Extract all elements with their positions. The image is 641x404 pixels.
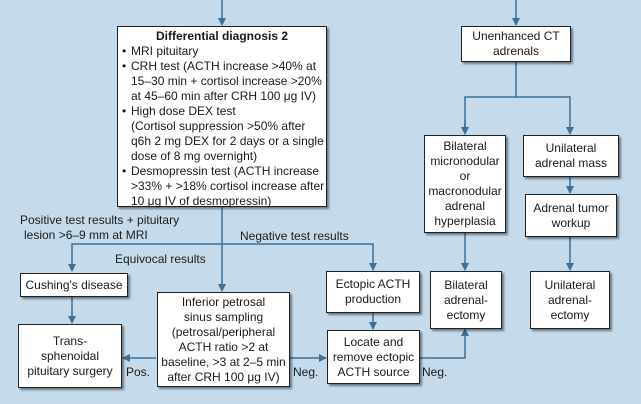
unenhanced-ct-line-2: adrenals — [492, 44, 540, 58]
dd2-item-crh-line-2: 15–30 min + cortisol increase >20% — [131, 74, 322, 88]
ectopic-acth-production-box: Ectopic ACTH production — [326, 271, 420, 313]
dd2-item-desmopressin-line-1: Desmopressin test (ACTH increase — [122, 164, 322, 179]
edge-ct-split — [464, 62, 517, 133]
bilateral-hyperplasia-line-6: hyperplasia — [434, 214, 496, 228]
transsphenoidal-surgery-line-1: Trans- — [52, 333, 88, 348]
bilateral-hyperplasia-line-3: or — [459, 169, 471, 183]
edge-label-positive-line-2: lesion >6–9 mm at MRI — [24, 228, 148, 242]
adrenal-tumor-workup-box: Adrenal tumor workup — [525, 194, 617, 237]
edge-positive-to-cushings — [68, 243, 222, 272]
ectopic-acth-production-line-1: Ectopic ACTH — [335, 277, 411, 291]
unilateral-mass-line-1: Unilateral — [545, 141, 597, 155]
unilateral-adrenalectomy-line-3: ectomy — [550, 307, 590, 322]
edge-label-equivocal: Equivocal results — [115, 252, 206, 266]
edge-label-positive-line-1: Positive test results + pituitary — [20, 213, 180, 227]
cushings-disease-label: Cushing's disease — [25, 277, 123, 292]
unilateral-adrenalectomy-line-1: Unilateral — [544, 277, 596, 292]
bilateral-hyperplasia-line-1: Bilateral — [443, 139, 487, 153]
unilateral-mass-box: Unilateral adrenal mass — [523, 135, 619, 177]
bilateral-adrenalectomy-box: Bilateral adrenal- ectomy — [430, 271, 502, 329]
bilateral-adrenalectomy-line-3: ectomy — [446, 307, 486, 322]
locate-remove-ectopic-line-1: Locate and — [343, 334, 404, 349]
ipss-box: Inferior petrosal sinus sampling (petros… — [157, 292, 290, 387]
edge-negative-to-ectopic — [222, 243, 377, 271]
bilateral-hyperplasia-line-2: micronodular — [430, 154, 500, 168]
dd2-item-dex-line-1: High dose DEX test — [122, 104, 322, 119]
locate-remove-ectopic-line-3: ACTH source — [337, 364, 410, 379]
transsphenoidal-surgery-line-3: pituitary surgery — [27, 363, 113, 378]
ipss-line-3: (petrosal/peripheral — [171, 324, 276, 339]
transsphenoidal-surgery-line-2: sphenoidal — [40, 348, 100, 363]
edge-label-neg-locate: Neg. — [422, 365, 448, 379]
bilateral-hyperplasia-box: Bilateral micronodular or macronodular a… — [424, 135, 506, 233]
edge-label-neg-ipss: Neg. — [293, 365, 319, 379]
locate-remove-ectopic-line-2: remove ectopic — [332, 349, 415, 364]
ipss-line-5: baseline, >3 at 2–5 min — [161, 354, 286, 369]
ectopic-acth-production-line-2: production — [344, 292, 402, 306]
unenhanced-ct-box: Unenhanced CT adrenals — [461, 26, 571, 62]
adrenal-tumor-workup-line-1: Adrenal tumor — [533, 200, 609, 215]
edge-split-to-unilateral — [516, 96, 574, 135]
dd2-item-dex-line-2: (Cortisol suppression >50% after — [131, 119, 306, 133]
bilateral-adrenalectomy-line-1: Bilateral — [444, 277, 488, 292]
ipss-line-2: sinus sampling — [183, 309, 264, 324]
edge-label-pos: Pos. — [126, 365, 151, 379]
dd2-item-desmopressin-line-2: >33% + >18% cortisol increase after — [131, 179, 325, 193]
unilateral-mass-line-2: adrenal mass — [534, 156, 608, 170]
edge-label-negative: Negative test results — [240, 229, 349, 243]
unenhanced-ct-line-1: Unenhanced CT — [472, 29, 560, 43]
unilateral-adrenalectomy-box: Unilateral adrenal- ectomy — [530, 271, 610, 329]
bilateral-hyperplasia-line-5: adrenal — [444, 199, 486, 213]
dd2-item-crh-line-3: at 45–60 min after CRH 100 μg IV) — [131, 89, 317, 103]
adrenal-tumor-workup-line-2: workup — [551, 215, 591, 230]
ipss-line-4: ACTH ratio >2 at — [178, 339, 269, 354]
dd2-item-desmopressin-line-3: 10 μg IV of desmopressin) — [131, 194, 272, 208]
bilateral-hyperplasia-line-4: macronodular — [428, 184, 502, 198]
differential-diagnosis-2-box: Differential diagnosis 2 MRI pituitary C… — [117, 26, 327, 208]
bilateral-adrenalectomy-line-2: adrenal- — [443, 292, 489, 307]
ipss-line-1: Inferior petrosal — [181, 294, 266, 309]
differential-diagnosis-2-title: Differential diagnosis 2 — [155, 29, 289, 43]
edge-locate-neg-to-adrenalectomy — [420, 328, 469, 359]
ipss-line-6: after CRH 100 μg IV) — [167, 369, 280, 384]
cushings-disease-box: Cushing's disease — [20, 273, 128, 297]
dd2-item-mri: MRI pituitary — [122, 44, 322, 59]
dd2-item-dex-line-4: dose of 8 mg overnight) — [131, 149, 258, 163]
locate-remove-ectopic-box: Locate and remove ectopic ACTH source — [327, 330, 420, 384]
dd2-item-crh-line-1: CRH test (ACTH increase >40% at — [122, 59, 322, 74]
dd2-item-dex-line-3: q6h 2 mg DEX for 2 days or a single — [131, 134, 324, 148]
unilateral-adrenalectomy-line-2: adrenal- — [547, 292, 593, 307]
transsphenoidal-surgery-box: Trans- sphenoidal pituitary surgery — [18, 324, 122, 388]
